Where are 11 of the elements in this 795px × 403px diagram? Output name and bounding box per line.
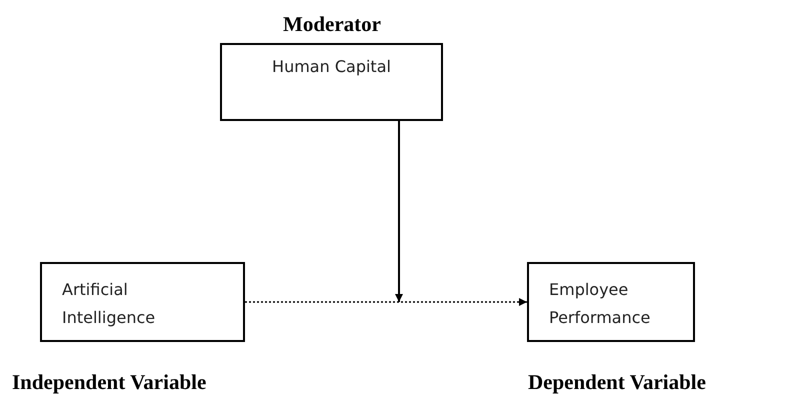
variable-box [40,262,245,342]
box-label: Artificial Intelligence [62,280,156,327]
arrow [395,121,403,302]
variable-box [527,262,695,342]
dotted-arrow [245,298,527,306]
variable-heading: Independent Variable [12,370,206,395]
box-label: Employee Performance [549,280,650,327]
variable-heading: Moderator [283,12,381,37]
variable-heading: Dependent Variable [528,370,706,395]
box-label: Human Capital [272,57,391,76]
variable-box [220,43,443,121]
